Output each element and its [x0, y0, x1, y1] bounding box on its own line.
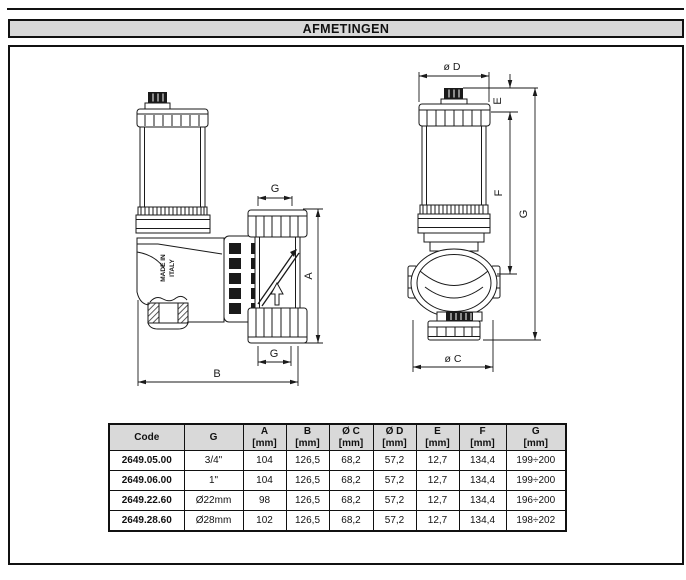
dim-label-g: G — [518, 210, 530, 219]
cell-value: 102 — [242, 510, 287, 532]
bottom-nut — [427, 320, 481, 341]
column-header: Ø D[mm] — [372, 423, 417, 451]
section-header: AFMETINGEN — [8, 19, 684, 38]
cell-value: 98 — [242, 490, 287, 511]
left-dimensions: G A G B — [137, 183, 323, 386]
flow-arrow-icon — [270, 281, 284, 306]
cell-value: Ø28mm — [183, 510, 244, 532]
column-header: Ø C[mm] — [328, 423, 374, 451]
top-collar — [418, 103, 491, 127]
chamber — [135, 126, 211, 234]
dim-label-diameter-d: ø D — [444, 61, 461, 73]
chamber — [417, 125, 491, 234]
vent-cap-icon — [144, 92, 171, 110]
page-title: AFMETINGEN — [302, 21, 390, 36]
right-drawing: ø D E F G ø C — [407, 61, 541, 372]
dim-label-b: B — [213, 368, 220, 380]
top-collar — [136, 108, 209, 128]
dim-label-e: E — [492, 97, 504, 104]
dim-label-g-bottom: G — [270, 348, 279, 360]
cell-code: 2649.28.60 — [108, 510, 185, 532]
tee-pipe — [247, 209, 308, 344]
stamp-text-line2: ITALY — [169, 258, 176, 276]
column-header: E[mm] — [415, 423, 460, 451]
valve-body: MADE IN ITALY — [136, 237, 225, 330]
dim-label-a: A — [303, 272, 315, 280]
right-dimensions: ø D E F G ø C — [412, 61, 541, 372]
cell-value: 196÷200 — [505, 490, 567, 511]
column-header: Code — [108, 423, 185, 451]
column-header: F[mm] — [458, 423, 507, 451]
dim-label-diameter-c: ø C — [445, 353, 462, 365]
union-nut — [223, 235, 259, 323]
column-header: G[mm] — [505, 423, 567, 451]
top-rule — [7, 8, 684, 10]
valve-body — [407, 232, 501, 322]
dim-label-f: F — [493, 189, 505, 196]
cell-value: 12,7 — [415, 490, 460, 511]
left-drawing: MADE IN ITALY — [135, 92, 323, 386]
cell-value: 57,2 — [372, 490, 417, 511]
dim-label-g-top: G — [271, 183, 280, 195]
column-header: A[mm] — [242, 423, 287, 451]
cell-value: 198÷202 — [505, 510, 567, 532]
stamp-text-line1: MADE IN — [160, 254, 167, 282]
vent-cap-icon — [440, 88, 468, 105]
